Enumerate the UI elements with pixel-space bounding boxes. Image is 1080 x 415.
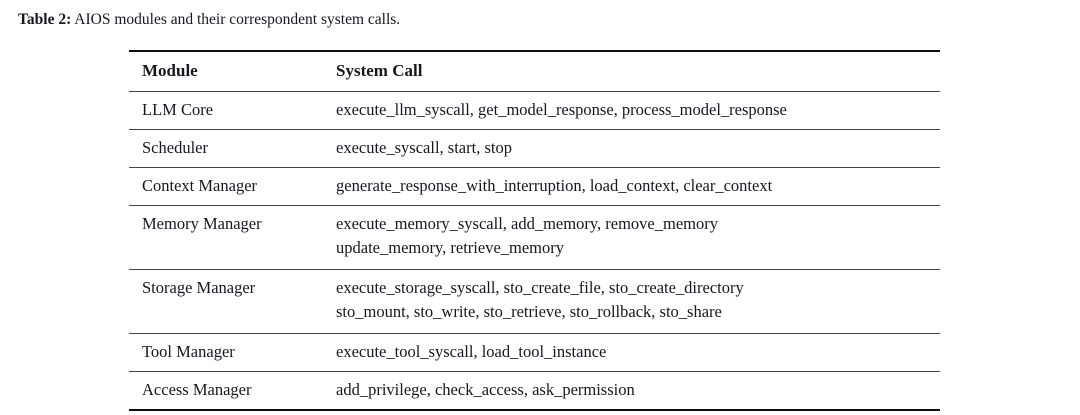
cell-syscall: execute_storage_syscall, sto_create_file… (322, 270, 940, 334)
table-rule (129, 333, 940, 334)
cell-module: Context Manager (142, 176, 258, 195)
table-caption: Table 2: AIOS modules and their correspo… (18, 10, 400, 30)
rule-segment (322, 205, 940, 206)
table-rule-header (129, 91, 940, 92)
table-rule (129, 167, 940, 168)
rule-segment (322, 269, 940, 270)
table-row: Context Manager generate_response_with_i… (129, 168, 940, 206)
rule-segment (322, 91, 940, 92)
syscall-line: generate_response_with_interruption, loa… (336, 176, 773, 195)
column-header-module: Module (142, 61, 198, 80)
table-container: Module System Call LLM Core execute_llm_… (129, 49, 940, 411)
syscall-line: add_privilege, check_access, ask_permiss… (336, 380, 635, 399)
table-rule (129, 371, 940, 372)
syscall-line: execute_llm_syscall, get_model_response,… (336, 100, 787, 119)
cell-module: LLM Core (142, 100, 214, 119)
cell-module: Tool Manager (142, 342, 235, 361)
table-rule (129, 129, 940, 130)
cell-syscall: execute_syscall, start, stop (322, 130, 940, 168)
cell-syscall: execute_memory_syscall, add_memory, remo… (322, 206, 940, 270)
rule-segment (129, 129, 322, 130)
table-rule (129, 205, 940, 206)
rule-segment (129, 333, 322, 334)
table-caption-text: AIOS modules and their correspondent sys… (74, 11, 401, 28)
aios-modules-table: Module System Call LLM Core execute_llm_… (129, 49, 940, 411)
rule-segment (129, 167, 322, 168)
cell-module: Memory Manager (142, 214, 262, 233)
table-row: LLM Core execute_llm_syscall, get_model_… (129, 92, 940, 130)
rule-segment (129, 269, 322, 270)
rule-segment (322, 408, 940, 411)
cell-syscall: add_privilege, check_access, ask_permiss… (322, 372, 940, 410)
rule-segment (322, 129, 940, 130)
cell-syscall: execute_tool_syscall, load_tool_instance (322, 334, 940, 372)
table-row: Storage Manager execute_storage_syscall,… (129, 270, 940, 334)
rule-segment (129, 205, 322, 206)
cell-syscall: generate_response_with_interruption, loa… (322, 168, 940, 206)
cell-module: Storage Manager (142, 278, 256, 297)
rule-segment (129, 408, 322, 411)
table-rule-bottom (129, 408, 940, 411)
syscall-line: update_memory, retrieve_memory (336, 238, 565, 257)
syscall-line: sto_mount, sto_write, sto_retrieve, sto_… (336, 302, 722, 321)
syscall-line: execute_syscall, start, stop (336, 138, 512, 157)
column-header-syscall: System Call (336, 61, 423, 80)
rule-segment (322, 333, 940, 334)
cell-syscall: execute_llm_syscall, get_model_response,… (322, 92, 940, 130)
table-rule (129, 269, 940, 270)
syscall-line: execute_storage_syscall, sto_create_file… (336, 278, 744, 297)
table-caption-label: Table 2: (18, 11, 72, 28)
rule-segment (129, 91, 322, 92)
rule-segment (129, 371, 322, 372)
table-row: Memory Manager execute_memory_syscall, a… (129, 206, 940, 270)
syscall-line: execute_tool_syscall, load_tool_instance (336, 342, 607, 361)
cell-module: Access Manager (142, 380, 252, 399)
table-row: Tool Manager execute_tool_syscall, load_… (129, 334, 940, 372)
rule-segment (322, 371, 940, 372)
syscall-line: execute_memory_syscall, add_memory, remo… (336, 214, 718, 233)
cell-module: Scheduler (142, 138, 208, 157)
table-row: Access Manager add_privilege, check_acce… (129, 372, 940, 410)
table-row: Scheduler execute_syscall, start, stop (129, 130, 940, 168)
table-header-row: Module System Call (129, 51, 940, 91)
rule-segment (322, 167, 940, 168)
